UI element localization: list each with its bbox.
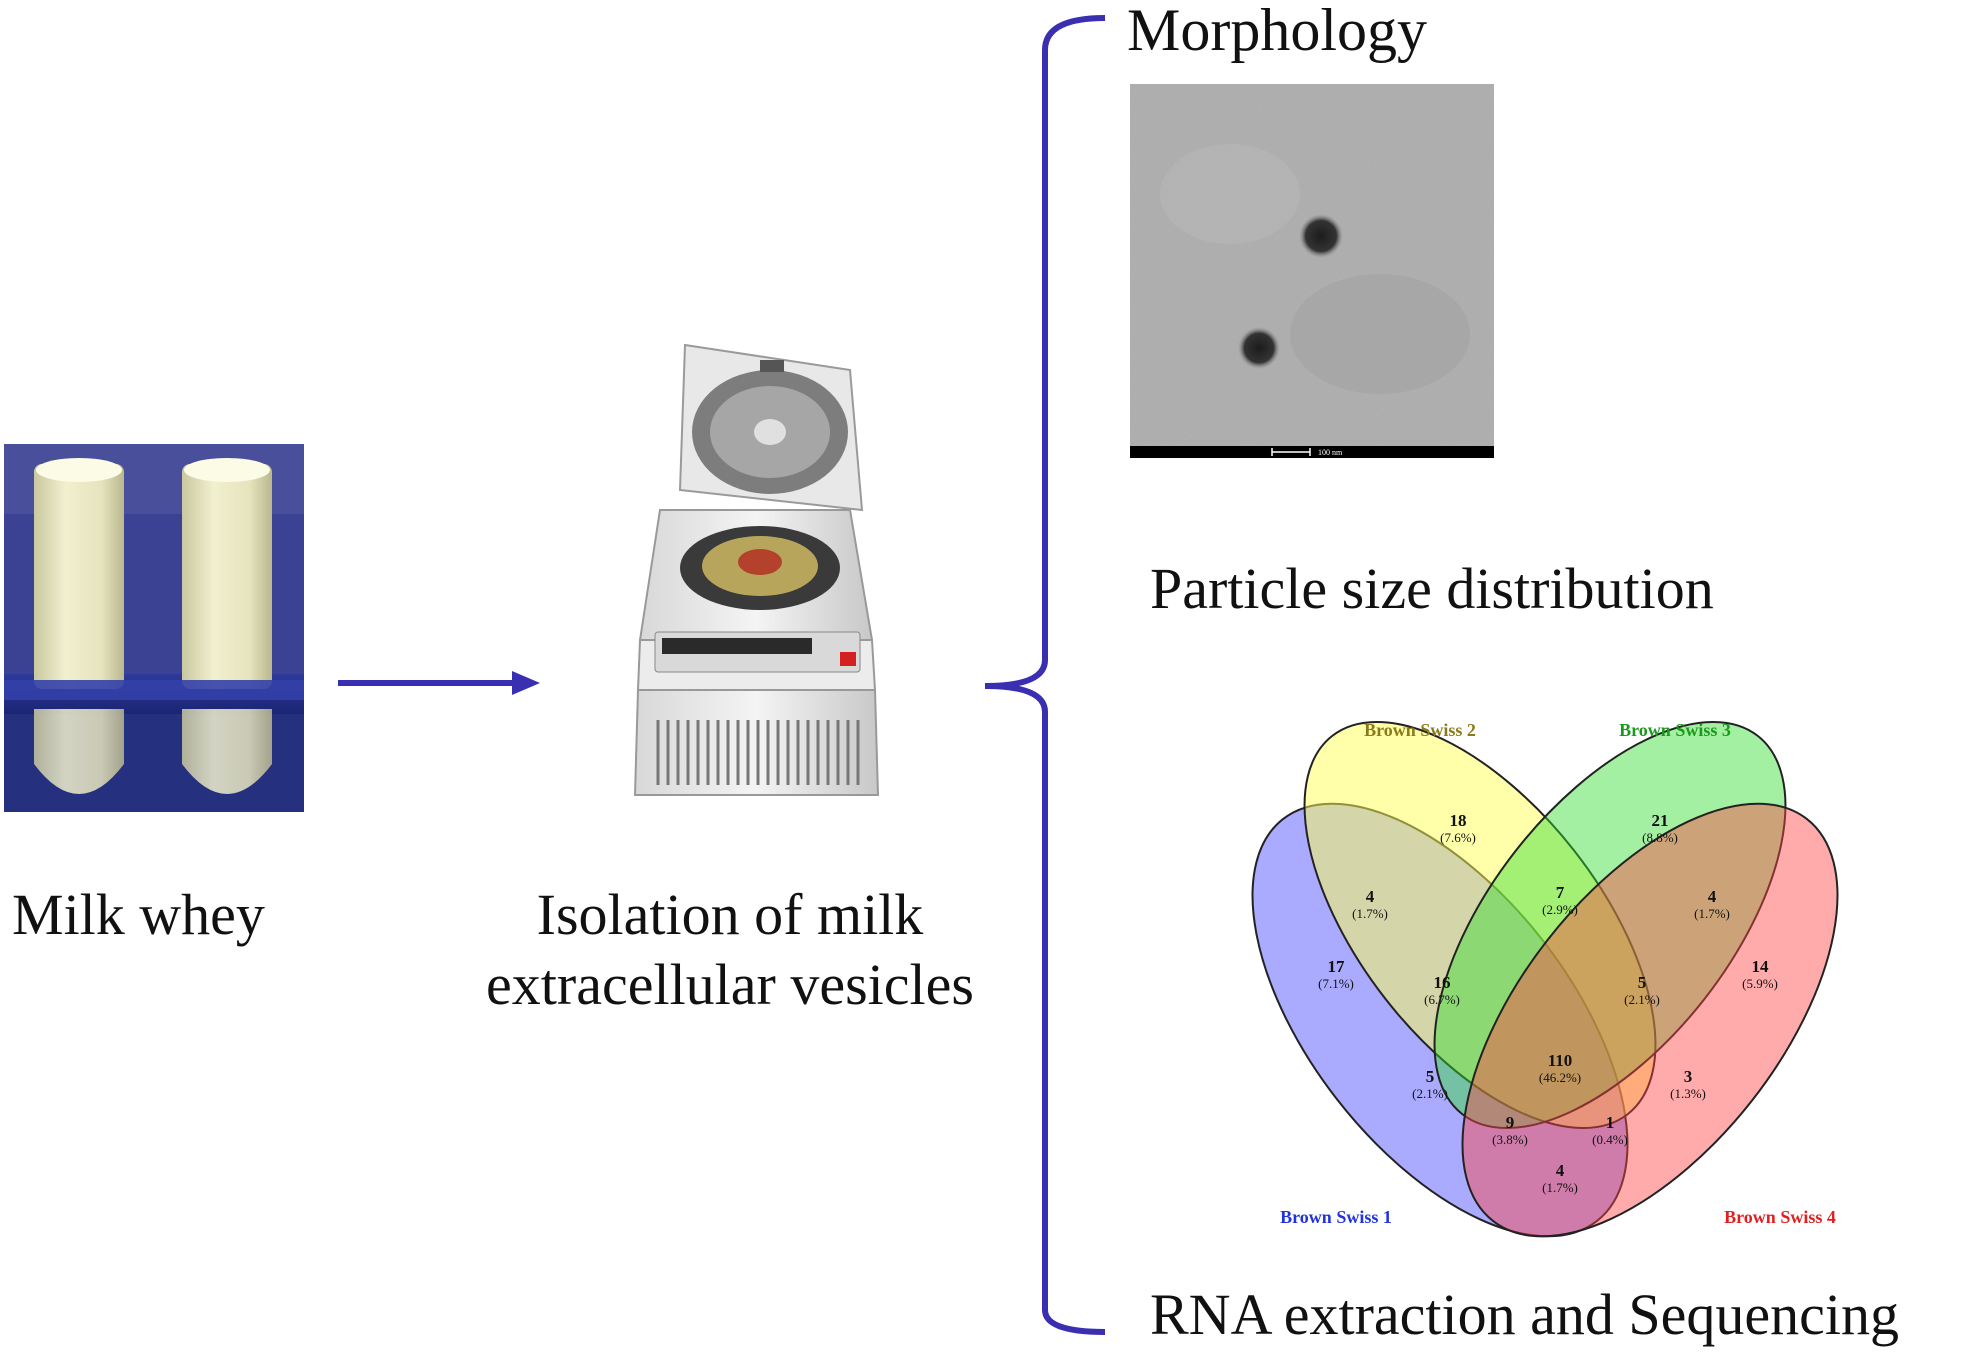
venn-region-count: 3 <box>1684 1067 1693 1086</box>
venn-region-count: 4 <box>1366 887 1375 906</box>
venn-diagram: Brown Swiss 2 Brown Swiss 3 Brown Swiss … <box>1251 720 1839 1238</box>
venn-region-pct: (1.7%) <box>1694 906 1730 921</box>
venn-region-pct: (6.7%) <box>1424 992 1460 1007</box>
venn-region-pct: (7.1%) <box>1318 976 1354 991</box>
venn-set-4-ellipse <box>1461 802 1839 1238</box>
venn-region-pct: (3.8%) <box>1492 1132 1528 1147</box>
isolation-label: Isolation of milk extracellular vesicles <box>430 880 1030 1019</box>
venn-set-name-3: Brown Swiss 3 <box>1619 720 1731 740</box>
venn-region-count: 4 <box>1556 1161 1565 1180</box>
curly-bracket <box>984 15 1106 1335</box>
isolation-label-line1: Isolation of milk <box>536 882 924 947</box>
venn-region-pct: (46.2%) <box>1539 1070 1581 1085</box>
venn-set-3-ellipse <box>1433 720 1787 1130</box>
milk-whey-tubes-photo <box>4 444 304 812</box>
venn-set-2-ellipse <box>1303 720 1657 1130</box>
venn-region-pct: (2.9%) <box>1542 902 1578 917</box>
milk-whey-label: Milk whey <box>12 882 265 947</box>
venn-region-count: 5 <box>1426 1067 1435 1086</box>
venn-region-count: 21 <box>1652 811 1669 830</box>
venn-region-count: 9 <box>1506 1113 1515 1132</box>
venn-set-name-1: Brown Swiss 1 <box>1280 1207 1392 1227</box>
venn-region-pct: (2.1%) <box>1412 1086 1448 1101</box>
rna-sequencing-label: RNA extraction and Sequencing <box>1150 1282 1899 1347</box>
tem-scale-bar-label: 100 nm <box>1318 448 1343 457</box>
process-arrow <box>338 671 540 695</box>
venn-region-count: 17 <box>1328 957 1346 976</box>
venn-region-count: 7 <box>1556 883 1565 902</box>
venn-region-count: 5 <box>1638 973 1647 992</box>
venn-region-count: 1 <box>1606 1113 1615 1132</box>
venn-region-pct: (0.4%) <box>1592 1132 1628 1147</box>
venn-region-count: 4 <box>1708 887 1717 906</box>
venn-region-count: 16 <box>1434 973 1451 992</box>
venn-region-pct: (8.8%) <box>1642 830 1678 845</box>
venn-region-pct: (1.7%) <box>1542 1180 1578 1195</box>
venn-region-pct: (2.1%) <box>1624 992 1660 1007</box>
particle-size-label: Particle size distribution <box>1150 556 1714 621</box>
tem-micrograph: 100 nm <box>1130 84 1494 458</box>
venn-region-count: 18 <box>1450 811 1467 830</box>
venn-region-pct: (1.7%) <box>1352 906 1388 921</box>
centrifuge-image <box>633 343 880 796</box>
isolation-label-line2: extracellular vesicles <box>486 951 974 1017</box>
venn-region-count: 14 <box>1752 957 1770 976</box>
venn-region-pct: (5.9%) <box>1742 976 1778 991</box>
venn-set-name-4: Brown Swiss 4 <box>1724 1207 1836 1227</box>
morphology-label: Morphology <box>1127 0 1427 63</box>
venn-region-count: 110 <box>1548 1051 1573 1070</box>
venn-region-pct: (1.3%) <box>1670 1086 1706 1101</box>
venn-region-pct: (7.6%) <box>1440 830 1476 845</box>
venn-set-name-2: Brown Swiss 2 <box>1364 720 1476 740</box>
